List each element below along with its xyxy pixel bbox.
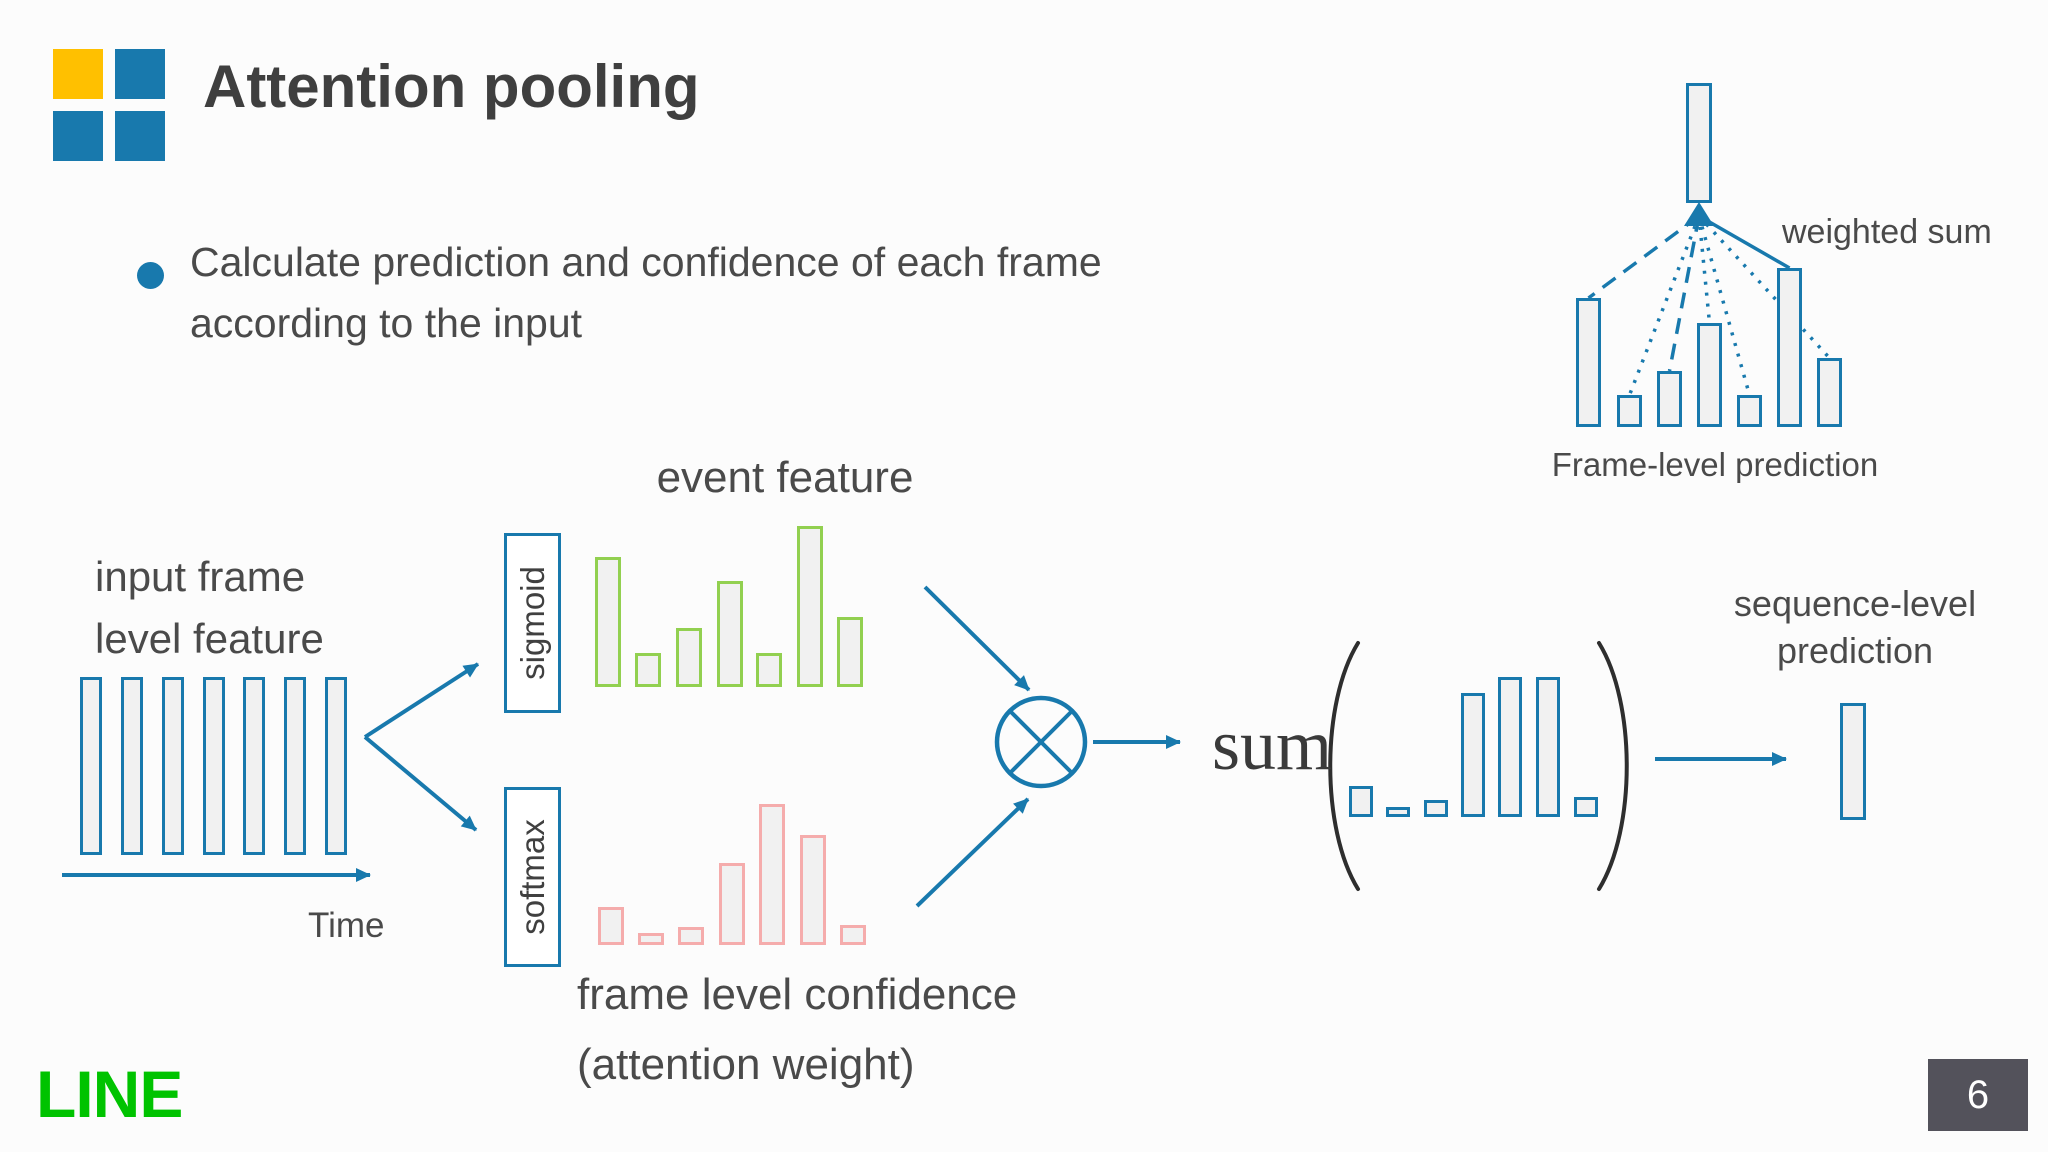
bar bbox=[1424, 800, 1448, 817]
bar bbox=[162, 677, 184, 855]
left-parenthesis bbox=[1328, 641, 1360, 891]
bullet-line-2: according to the input bbox=[190, 300, 583, 346]
softmax-box: softmax bbox=[504, 787, 561, 967]
bar bbox=[80, 677, 102, 855]
bar bbox=[203, 677, 225, 855]
fan-line-dotted bbox=[1697, 215, 1712, 324]
page-number-box: 6 bbox=[1928, 1059, 2028, 1131]
bar bbox=[1840, 703, 1866, 820]
bar bbox=[1817, 358, 1842, 427]
time-axis-label: Time bbox=[308, 906, 385, 945]
arrow-input-to-softmax bbox=[363, 735, 478, 832]
bar bbox=[717, 581, 743, 687]
bar bbox=[1777, 268, 1802, 427]
bar bbox=[837, 617, 863, 687]
bar bbox=[325, 677, 347, 855]
weighted-sum-arrowhead bbox=[1684, 202, 1714, 226]
logo-square-blue-bl bbox=[53, 111, 103, 161]
line-logo: LINE bbox=[36, 1057, 183, 1131]
bar bbox=[840, 925, 866, 945]
bar bbox=[1574, 797, 1598, 817]
bar bbox=[1498, 677, 1522, 817]
bar bbox=[121, 677, 143, 855]
bar bbox=[1657, 371, 1682, 427]
bullet-text: Calculate prediction and confidence of e… bbox=[190, 232, 1102, 354]
bar bbox=[1461, 693, 1485, 817]
sigmoid-box: sigmoid bbox=[504, 533, 561, 713]
frame-level-prediction-label: Frame-level prediction bbox=[1551, 446, 1879, 483]
bar bbox=[595, 557, 621, 687]
logo-square-blue-tr bbox=[115, 49, 165, 99]
bar bbox=[1349, 786, 1373, 817]
bar bbox=[678, 927, 704, 945]
multiply-x-stroke-2 bbox=[1008, 709, 1074, 775]
confidence-label-line1: frame level confidence bbox=[577, 970, 1018, 1019]
bar bbox=[635, 653, 661, 687]
bar bbox=[638, 933, 664, 945]
bar bbox=[1536, 677, 1560, 817]
sum-label: sum bbox=[1212, 705, 1333, 785]
arrow-confidence-to-multiply bbox=[915, 797, 1030, 908]
sequence-level-label: sequence-level prediction bbox=[1725, 580, 1985, 674]
input-feature-label-line1: input frame bbox=[95, 553, 306, 600]
logo-square-blue-br bbox=[115, 111, 165, 161]
page-number: 6 bbox=[1966, 1072, 1990, 1117]
confidence-label-line2: (attention weight) bbox=[577, 1040, 915, 1089]
right-parenthesis bbox=[1597, 641, 1629, 891]
confidence-label: frame level confidence (attention weight… bbox=[577, 960, 1017, 1100]
fan-line-dotted bbox=[1627, 215, 1701, 396]
bar bbox=[756, 653, 782, 687]
bullet-line-1: Calculate prediction and confidence of e… bbox=[190, 239, 1102, 285]
bar bbox=[598, 907, 624, 945]
bar bbox=[797, 526, 823, 687]
multiply-x-stroke-1 bbox=[1008, 709, 1074, 775]
bar bbox=[1737, 395, 1762, 427]
event-feature-label: event feature bbox=[656, 453, 914, 502]
bar bbox=[243, 677, 265, 855]
logo-square-yellow bbox=[53, 49, 103, 99]
bar bbox=[1617, 395, 1642, 427]
input-feature-label: input frame level feature bbox=[95, 546, 324, 670]
arrow-event-to-multiply bbox=[923, 585, 1031, 692]
fan-line-solid bbox=[1698, 214, 1791, 270]
page-title: Attention pooling bbox=[203, 53, 700, 120]
bar bbox=[1697, 323, 1722, 427]
weighted-sum-label: weighted sum bbox=[1782, 213, 1992, 251]
softmax-label: softmax bbox=[513, 819, 551, 935]
fan-line-dashed bbox=[1667, 215, 1701, 372]
bar bbox=[759, 804, 785, 945]
input-feature-label-line2: level feature bbox=[95, 615, 324, 662]
multiply-node bbox=[994, 695, 1088, 789]
arrow-input-to-sigmoid bbox=[363, 662, 480, 739]
sequence-level-label-line1: sequence-level bbox=[1733, 583, 1977, 624]
bar bbox=[1686, 83, 1712, 203]
bar bbox=[1386, 807, 1410, 817]
bar bbox=[676, 628, 702, 687]
fan-line-dashed bbox=[1587, 214, 1701, 300]
bar bbox=[1576, 298, 1601, 427]
bar bbox=[719, 863, 745, 945]
bar bbox=[800, 835, 826, 945]
sigmoid-label: sigmoid bbox=[513, 566, 551, 680]
bar bbox=[284, 677, 306, 855]
sequence-level-label-line2: prediction bbox=[1776, 630, 1934, 671]
bullet-icon bbox=[137, 262, 164, 289]
